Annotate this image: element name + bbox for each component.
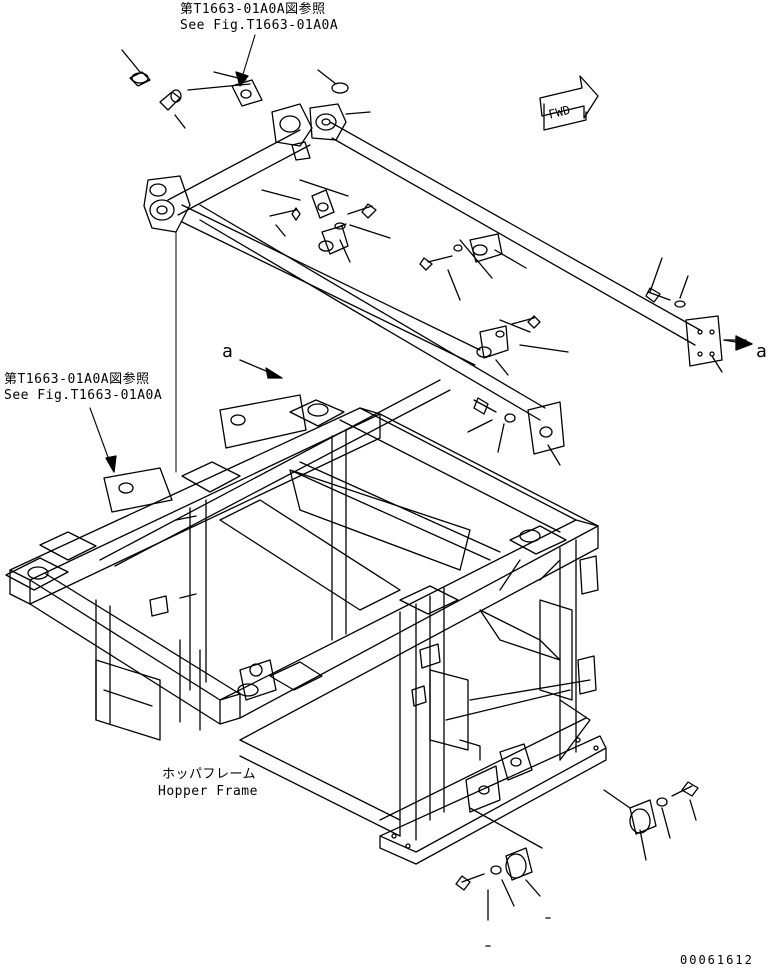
top-reference-jp: 第T1663-01A0A図参照 <box>180 2 326 17</box>
reference-leaders <box>89 34 753 473</box>
fwd-arrow-label: FWD <box>547 103 571 122</box>
left-reference-jp: 第T1663-01A0A図参照 <box>4 372 150 387</box>
view-marker-right: a <box>756 341 768 362</box>
fwd-arrow: FWD <box>539 75 599 131</box>
mounting-brackets <box>261 179 747 466</box>
left-reference-en: See Fig.T1663-01A0A <box>4 388 163 403</box>
frame-label-jp: ホッパフレーム <box>162 767 257 782</box>
upper-shaft-assembly <box>121 49 701 421</box>
lower-pin-assembly <box>455 781 699 947</box>
hopper-frame <box>5 379 607 865</box>
frame-label-en: Hopper Frame <box>158 784 258 799</box>
view-marker-left: a <box>222 341 234 362</box>
top-reference-en: See Fig.T1663-01A0A <box>180 18 339 33</box>
drawing-number: 00061612 <box>680 953 754 967</box>
